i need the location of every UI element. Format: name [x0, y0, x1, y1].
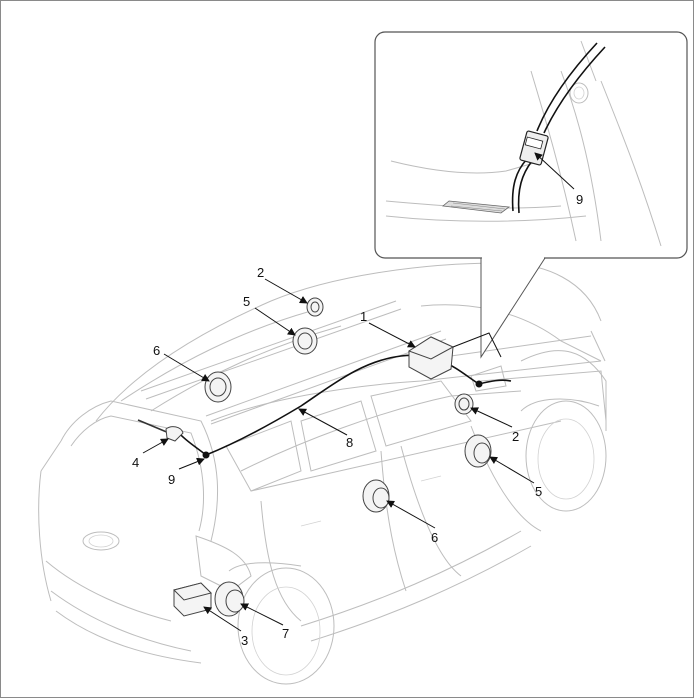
callout-4: 4 — [132, 455, 139, 470]
callout-9-inset: 9 — [576, 192, 583, 207]
callout-6-lower: 6 — [431, 530, 438, 545]
callout-5-upper: 5 — [243, 294, 250, 309]
callout-9-lower: 9 — [168, 472, 175, 487]
part-woofer — [214, 581, 245, 617]
callout-2-upper: 2 — [257, 265, 264, 280]
callout-3: 3 — [241, 633, 248, 648]
part-speaker-rear-upper — [292, 327, 318, 355]
part-amplifier — [407, 332, 502, 380]
part-tweeter-front — [454, 393, 474, 415]
callout-2-lower: 2 — [512, 429, 519, 444]
callout-6-upper: 6 — [153, 343, 160, 358]
callout-labels: 1 2 5 6 4 9 8 2 5 6 3 7 9 — [132, 192, 583, 648]
leader-lines — [142, 152, 575, 632]
inset-detail — [374, 31, 688, 359]
part-module-box — [173, 582, 212, 617]
callout-1: 1 — [360, 309, 367, 324]
part-antenna — [137, 419, 184, 442]
part-speaker-front-door — [464, 434, 492, 468]
part-tweeter-rear — [306, 297, 324, 317]
callout-7: 7 — [282, 626, 289, 641]
part-speaker-rear-left — [204, 371, 232, 403]
vehicle-outline — [38, 262, 607, 685]
connector-point-rear — [202, 451, 210, 459]
part-speaker-rear-door — [362, 479, 390, 513]
callout-5-lower: 5 — [535, 484, 542, 499]
callout-8: 8 — [346, 435, 353, 450]
